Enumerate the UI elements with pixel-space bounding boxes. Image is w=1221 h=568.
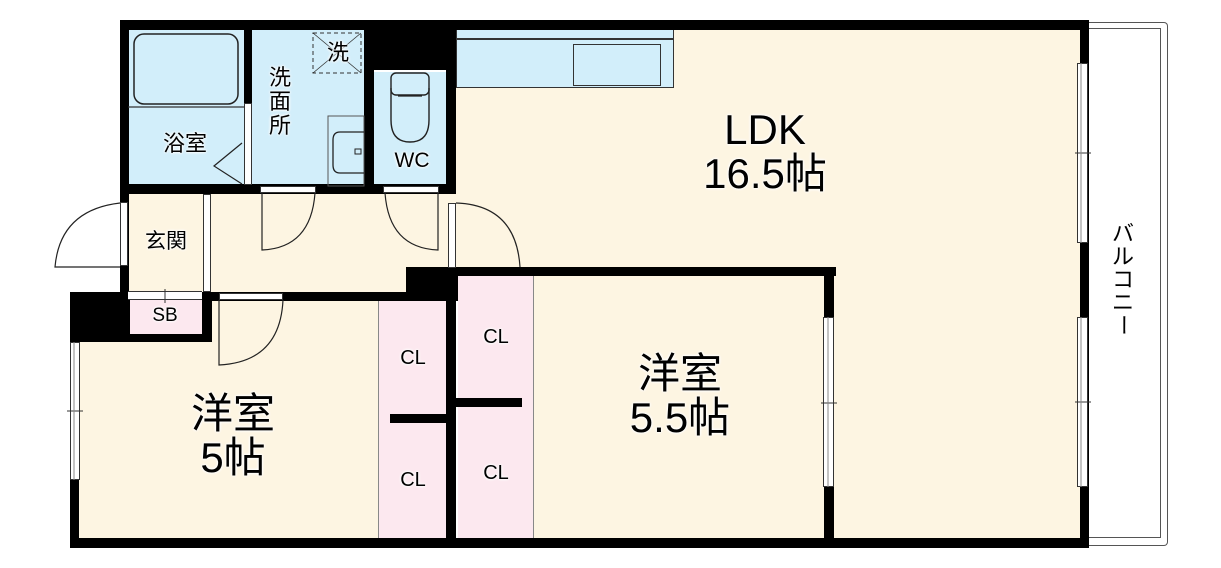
bathroom-door-opening xyxy=(244,103,252,185)
wall-room55-top xyxy=(446,267,836,276)
kitchen-counter xyxy=(456,30,674,88)
front-door-swing xyxy=(54,202,121,268)
ldk-floor-lower xyxy=(832,260,1082,540)
washer-label: 洗 xyxy=(326,40,349,65)
balcony-char: コ xyxy=(1111,267,1134,293)
toilet-label: WC xyxy=(394,149,430,172)
room5-door-gap xyxy=(219,293,283,300)
toilet-area xyxy=(374,72,446,188)
room5-door-swing xyxy=(218,299,284,366)
closet-label: CL xyxy=(483,462,509,484)
western-room-5-5-name: 洋室 xyxy=(637,350,722,397)
hallway-floor xyxy=(128,192,458,292)
washroom-area xyxy=(252,28,364,188)
washroom-door-gap xyxy=(260,186,316,193)
ldk-name: LDK xyxy=(724,106,806,153)
closet-shelf-right xyxy=(454,398,522,407)
washroom-char: 洗 xyxy=(268,65,291,90)
wall-wc-ldk xyxy=(446,20,456,192)
washroom-label: 洗 面 所 xyxy=(262,65,298,139)
shoe-box-area xyxy=(128,300,202,334)
wall-corner-block xyxy=(70,292,130,342)
wall-top-wc-block xyxy=(364,20,456,70)
western-room-5-5-label: 洋室 5.5帖 xyxy=(595,350,765,442)
closet-label: CL xyxy=(483,326,509,348)
western-room-5-label: 洋室 5帖 xyxy=(148,390,318,482)
closet-label: CL xyxy=(400,469,426,491)
wall-top xyxy=(120,20,1088,30)
wall-left-wet xyxy=(120,20,129,305)
wall-bottom xyxy=(70,538,1089,548)
balcony-char: ニ xyxy=(1111,290,1134,316)
ldk-label: LDK 16.5帖 xyxy=(680,106,850,198)
ldk-size: 16.5帖 xyxy=(703,150,827,198)
wall-sb-bottom xyxy=(120,334,212,342)
closet-area-right xyxy=(458,276,534,538)
wc-door-swing xyxy=(384,192,439,251)
front-door-gap xyxy=(120,202,128,266)
wall-sb-right xyxy=(202,292,212,342)
ldk-door-gap xyxy=(448,203,456,268)
toilet-icon xyxy=(390,72,430,96)
washer-space-icon xyxy=(312,32,362,74)
wall-hall-bottom xyxy=(202,292,458,301)
balcony-char: バ xyxy=(1111,221,1134,246)
western-room-5-size: 5帖 xyxy=(200,434,266,482)
closet-label: CL xyxy=(400,347,426,369)
bath-door-icon xyxy=(212,142,243,185)
balcony-char: ル xyxy=(1111,244,1134,270)
wall-closet-divider xyxy=(446,267,456,548)
washroom-char: 面 xyxy=(268,89,291,115)
western-room-5-5-size: 5.5帖 xyxy=(629,394,731,442)
bathroom-label: 浴室 xyxy=(162,131,207,156)
washbasin-icon xyxy=(332,131,364,174)
western-room-5-name: 洋室 xyxy=(190,390,275,437)
shoe-box-label: SB xyxy=(152,305,178,326)
bathtub-icon xyxy=(133,33,239,105)
balcony-area xyxy=(1088,22,1168,546)
balcony-inner-rail xyxy=(1088,28,1161,538)
wall-right xyxy=(1080,20,1089,548)
wall-wash-wc xyxy=(364,20,374,192)
entrance-step xyxy=(203,194,211,292)
entrance-label: 玄関 xyxy=(145,230,187,253)
sink-icon xyxy=(573,44,661,86)
balcony-char: ー xyxy=(1110,314,1136,337)
closet-shelf-left xyxy=(390,414,448,423)
kitchen-counter-edge xyxy=(456,38,674,40)
washroom-door-swing xyxy=(261,192,316,251)
washroom-char: 所 xyxy=(268,113,291,139)
ldk-door-swing xyxy=(455,202,521,268)
balcony-label: バ ル コ ニ ー xyxy=(1108,222,1138,340)
wc-door-gap xyxy=(383,186,439,193)
